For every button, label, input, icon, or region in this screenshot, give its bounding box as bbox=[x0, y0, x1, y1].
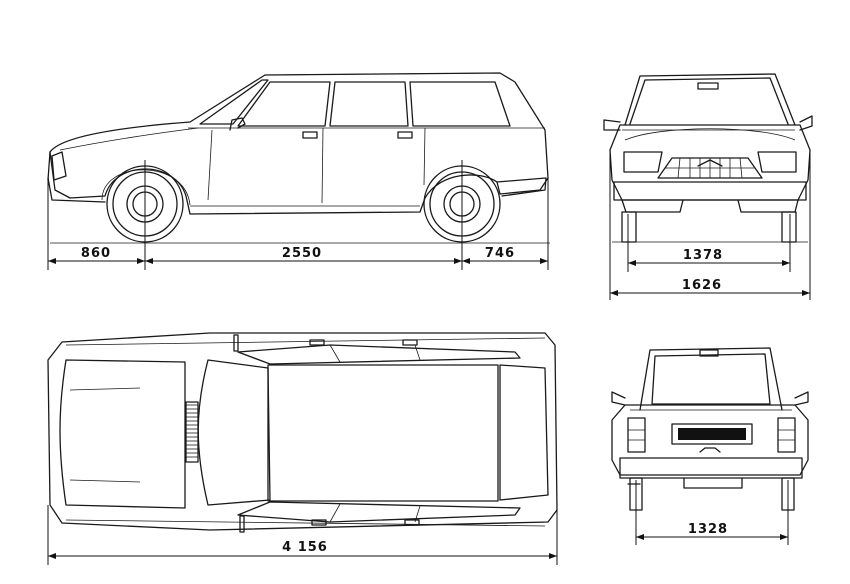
dim-rear-track: 1328 bbox=[688, 522, 728, 537]
side-view: 860 2550 746 bbox=[47, 72, 550, 270]
dim-overall-width: 1626 bbox=[682, 278, 722, 293]
dim-rear-overhang: 746 bbox=[485, 246, 515, 261]
rear-view: 1328 bbox=[611, 347, 809, 545]
top-view: 4 156 bbox=[47, 332, 558, 565]
dim-front-track: 1378 bbox=[683, 248, 723, 263]
dim-overall-length: 4 156 bbox=[282, 540, 328, 555]
dim-wheelbase: 2550 bbox=[282, 246, 322, 261]
dim-front-overhang: 860 bbox=[81, 246, 111, 261]
front-view: 1378 1626 bbox=[603, 73, 813, 300]
